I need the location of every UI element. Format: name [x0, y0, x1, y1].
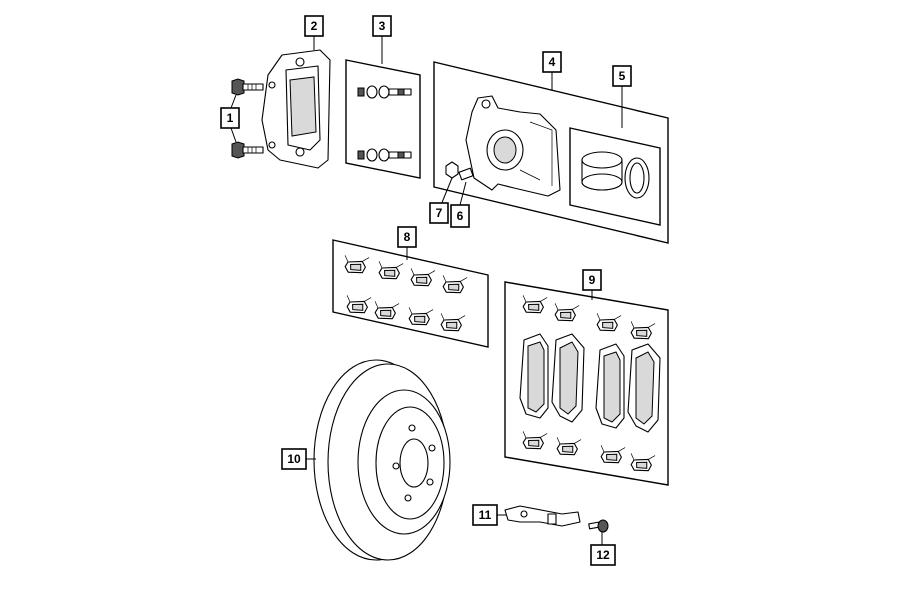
callout-9[interactable]: 9 [582, 269, 602, 291]
part-3-guide-pin-kit [345, 36, 421, 179]
part-12-screw [588, 519, 609, 545]
abutment-clip [522, 431, 548, 450]
part-2-caliper-bracket [261, 36, 331, 169]
callout-7[interactable]: 7 [429, 202, 449, 224]
part-9-brake-pads [504, 281, 669, 486]
abutment-clip [410, 268, 436, 287]
abutment-clip [600, 445, 626, 464]
svg-text:4: 4 [549, 55, 556, 69]
part-8-hardware-kit [332, 239, 489, 348]
svg-text:5: 5 [619, 69, 626, 83]
callout-3[interactable]: 3 [372, 15, 392, 37]
abutment-clip [554, 303, 580, 322]
abutment-clip [408, 307, 434, 326]
abutment-clip [374, 301, 400, 320]
abutment-clip [556, 437, 582, 456]
svg-text:8: 8 [404, 230, 411, 244]
svg-text:2: 2 [311, 19, 318, 33]
callout-1[interactable]: 1 [220, 107, 240, 129]
part-11-wear-sensor [497, 505, 581, 527]
svg-text:10: 10 [287, 452, 301, 466]
pad-clip-group [522, 295, 656, 472]
svg-text:12: 12 [596, 548, 610, 562]
part-1-mounting-bolts [230, 78, 264, 159]
svg-text:11: 11 [479, 508, 492, 522]
callout-10[interactable]: 10 [281, 448, 307, 470]
part-6-7-bleeder-screw [440, 161, 474, 206]
callout-8[interactable]: 8 [397, 226, 417, 248]
part-5-piston-seal-kit [569, 86, 661, 226]
svg-text:9: 9 [589, 273, 596, 287]
pad-left-pair [519, 333, 585, 423]
abutment-clip [442, 275, 468, 294]
abutment-clip [346, 295, 372, 314]
pad-right-pair [595, 343, 661, 433]
svg-text:7: 7 [436, 206, 443, 220]
abutment-clip [596, 313, 622, 332]
abutment-clip [344, 255, 370, 274]
abutment-clip [522, 295, 548, 314]
callout-4[interactable]: 4 [542, 51, 562, 73]
abutment-clip [378, 261, 404, 280]
callout-6[interactable]: 6 [450, 204, 470, 228]
callout-12[interactable]: 12 [590, 544, 616, 566]
abutment-clip [440, 313, 466, 332]
callout-5[interactable]: 5 [612, 65, 632, 87]
clip-group [344, 255, 468, 332]
abutment-clip [630, 321, 656, 340]
callout-11[interactable]: 11 [472, 504, 498, 526]
part-10-brake-rotor [306, 359, 451, 561]
svg-text:1: 1 [227, 111, 234, 125]
abutment-clip [630, 453, 656, 472]
callout-2[interactable]: 2 [304, 15, 324, 37]
svg-text:3: 3 [379, 19, 386, 33]
svg-text:6: 6 [457, 209, 464, 223]
